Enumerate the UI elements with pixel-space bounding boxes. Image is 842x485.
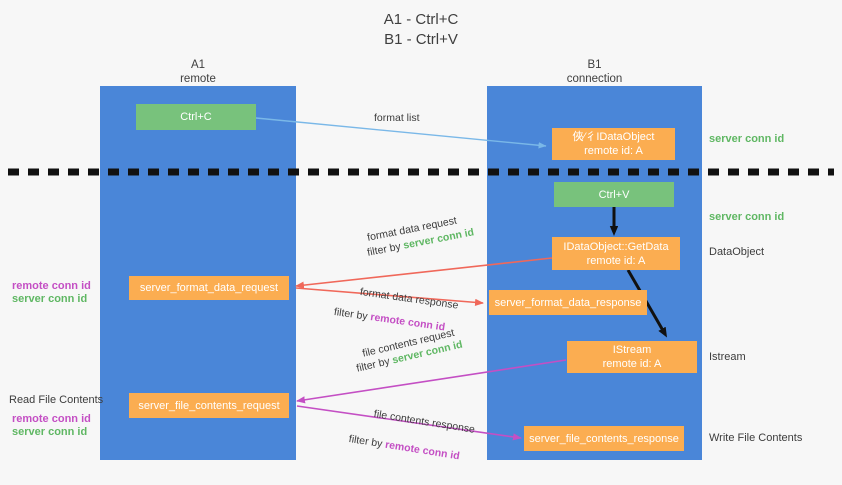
arrow-format-data-response bbox=[295, 287, 484, 306]
annotation-remote-conn-id-1: remote conn id bbox=[12, 280, 91, 292]
box-getdata-line2: remote id: A bbox=[586, 254, 646, 267]
lane-a1-role: remote bbox=[180, 73, 216, 85]
annotation-istream: Istream bbox=[709, 351, 746, 363]
annotation-write-file-contents: Write File Contents bbox=[709, 432, 803, 444]
box-ctrl-c[interactable]: Ctrl+C bbox=[136, 104, 256, 130]
box-idataobject-line1: 俠⁄彳IDataObject bbox=[572, 131, 655, 143]
box-server-format-data-response[interactable]: server_format_data_response bbox=[489, 290, 647, 315]
annotation-read-file-contents: Read File Contents bbox=[9, 394, 104, 406]
box-istream-line1: IStream bbox=[612, 344, 652, 356]
annotation-dataobject: DataObject bbox=[709, 246, 765, 258]
box-idataobject-line2: remote id: A bbox=[584, 145, 643, 157]
title-line-2: B1 - Ctrl+V bbox=[384, 31, 458, 48]
box-server-file-contents-response[interactable]: server_file_contents_response bbox=[524, 426, 684, 451]
diagram-title: A1 - Ctrl+C B1 - Ctrl+V bbox=[0, 10, 842, 50]
lane-b1-name: B1 bbox=[587, 59, 602, 71]
box-server-file-contents-request-label: server_file_contents_request bbox=[138, 399, 280, 412]
arrow-file-contents-request bbox=[296, 359, 567, 404]
box-ctrl-v-label: Ctrl+V bbox=[598, 188, 630, 201]
box-istream[interactable]: IStream remote id: A bbox=[567, 341, 697, 373]
arrow-format-list bbox=[255, 117, 547, 149]
annotation-server-conn-id-2: server conn id bbox=[12, 426, 88, 438]
box-ctrl-v[interactable]: Ctrl+V bbox=[554, 182, 674, 207]
box-server-format-data-request[interactable]: server_format_data_request bbox=[129, 276, 289, 300]
annotation-server-conn-id-top: server conn id bbox=[709, 133, 785, 145]
lane-header-b1: B1 connection bbox=[487, 58, 702, 86]
box-idataobject[interactable]: 俠⁄彳IDataObject remote id: A bbox=[552, 128, 675, 160]
edge-label-format-list-text: format list bbox=[374, 112, 420, 124]
annotation-server-conn-id-1: server conn id bbox=[12, 293, 88, 305]
box-server-format-data-request-label: server_format_data_request bbox=[139, 282, 279, 294]
box-server-format-data-response-label: server_format_data_response bbox=[494, 296, 642, 309]
edge-label-format-list: format list bbox=[374, 111, 420, 125]
box-ctrl-c-label: Ctrl+C bbox=[180, 111, 212, 123]
title-line-1: A1 - Ctrl+C bbox=[383, 11, 459, 28]
arrow-format-data-request bbox=[295, 257, 553, 289]
box-istream-line2: remote id: A bbox=[602, 358, 662, 370]
box-getdata-line1: IDataObject::GetData bbox=[563, 240, 669, 253]
lane-a1-name: A1 bbox=[190, 59, 206, 71]
box-server-file-contents-response-label: server_file_contents_response bbox=[529, 432, 679, 445]
lane-header-a1: A1 remote bbox=[100, 58, 296, 86]
box-server-file-contents-request[interactable]: server_file_contents_request bbox=[129, 393, 289, 418]
lane-b1-role: connection bbox=[566, 73, 623, 85]
box-idataobject-getdata[interactable]: IDataObject::GetData remote id: A bbox=[552, 237, 680, 270]
arrow-file-contents-response bbox=[296, 405, 522, 441]
annotation-remote-conn-id-2: remote conn id bbox=[12, 413, 91, 425]
annotation-server-conn-id-mid: server conn id bbox=[709, 211, 785, 223]
